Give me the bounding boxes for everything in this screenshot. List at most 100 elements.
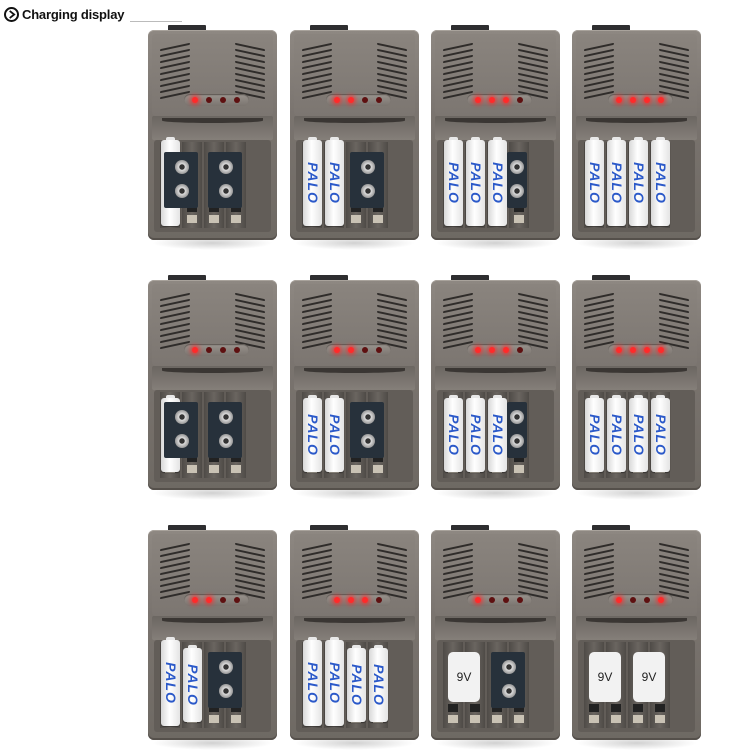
battery-cap [493,137,502,140]
slot-contact [514,215,524,223]
slot-terminal [187,454,197,462]
led-indicator-1-on [616,97,622,103]
nine-volt-socket [491,652,525,708]
battery-brand-label: PALO [467,414,484,456]
section-title: Charging display [22,6,125,22]
charger-lip [576,116,697,140]
battery-brand-label: PALO [326,662,343,704]
led-indicator-3-on [362,597,368,603]
slot-terminal [231,454,241,462]
vent-grille-left [443,42,473,100]
nine-volt-battery: 9V [633,652,665,702]
led-indicator-strip [467,344,532,356]
charger-lip [294,616,415,640]
battery-aa: PALO [585,137,604,226]
led-indicator-2-off [489,597,495,603]
slot-terminal [492,704,502,712]
led-indicator-4-off [234,597,240,603]
slot-contact [514,715,524,723]
led-indicator-4-off [517,597,523,603]
battery-brand-label: PALO [630,162,647,204]
nine-volt-socket [507,402,527,458]
led-indicator-1-on [334,347,340,353]
slot-contact [351,215,361,223]
slot-terminal [231,204,241,212]
led-indicator-1-on [192,347,198,353]
charger-top-panel [435,34,556,116]
battery-aaa: PALO [488,395,507,472]
vent-grille-right [235,542,265,600]
slot-contact [633,715,643,723]
battery-aaa: PALO [347,645,366,722]
battery-aa: PALO [444,137,463,226]
battery-cap [590,395,599,398]
battery-brand-label: PALO [445,162,462,204]
battery-cap [308,395,317,398]
charger-top-panel [152,284,273,366]
charger-plug-tab [451,275,489,281]
battery-bay: PALO [154,137,271,232]
slot-terminal [351,454,361,462]
battery-aaa: PALO [651,395,670,472]
battery-brand-label: PALO [304,662,321,704]
led-indicator-3-off [362,97,368,103]
led-indicator-4-off [234,97,240,103]
led-indicator-strip [326,94,391,106]
slot-contact [655,715,665,723]
vent-grille-right [377,42,407,100]
vent-grille-left [443,542,473,600]
slot-contact [209,715,219,723]
led-indicator-3-on [644,347,650,353]
vent-grille-left [443,292,473,350]
slot-terminal [514,454,524,462]
led-indicator-3-on [644,97,650,103]
led-indicator-4-off [376,347,382,353]
nine-volt-socket [208,652,242,708]
battery-aa: PALO [629,137,648,226]
battery-bay: PALO PALO PALO [437,137,554,232]
battery-cap [330,395,339,398]
battery-cap [471,137,480,140]
led-indicator-4-off [376,597,382,603]
battery-cap [188,645,197,648]
led-indicator-strip [184,344,249,356]
battery-cap [166,395,175,398]
charger-lip [576,366,697,390]
led-indicator-3-on [503,97,509,103]
battery-brand-label: PALO [467,162,484,204]
battery-aaa: PALO [325,395,344,472]
battery-cap [634,395,643,398]
led-indicator-1-on [192,97,198,103]
led-indicator-3-off [220,347,226,353]
vent-grille-left [584,292,614,350]
battery-aaa: PALO [303,395,322,472]
slot-contact [209,215,219,223]
charger-lip [294,366,415,390]
charger-top-panel [152,534,273,616]
led-indicator-3-off [220,97,226,103]
led-indicator-strip [608,94,673,106]
slot-terminal [351,204,361,212]
led-indicator-1-on [192,597,198,603]
socket-terminal-negative [361,434,375,448]
battery-aaa: PALO [629,395,648,472]
socket-terminal-positive [219,160,233,174]
vent-grille-left [160,292,190,350]
led-indicator-1-on [475,597,481,603]
led-indicator-strip [467,94,532,106]
battery-brand-label: PALO [489,162,506,204]
slot-contact [209,465,219,473]
led-indicator-1-on [475,97,481,103]
charger-top-panel [294,284,415,366]
socket-terminal-positive [175,160,189,174]
slot-terminal [611,704,621,712]
slot-contact [514,465,524,473]
slot-terminal [448,704,458,712]
led-indicator-2-on [630,347,636,353]
slot-contact [611,715,621,723]
